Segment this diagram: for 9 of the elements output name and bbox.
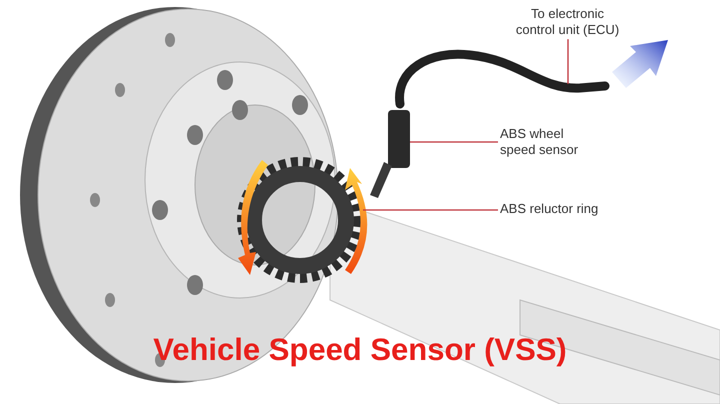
diagram-title: Vehicle Speed Sensor (VSS) xyxy=(152,332,568,368)
leader-line xyxy=(410,141,498,143)
callout-label: To electronic control unit (ECU) xyxy=(514,6,620,38)
wheel-speed-sensor xyxy=(370,110,410,198)
reluctor-ring xyxy=(237,157,363,283)
leader-line xyxy=(567,39,569,84)
callout-label: ABS reluctor ring xyxy=(500,201,600,217)
sensor-cable xyxy=(395,50,610,108)
callout-label: ABS wheel speed sensor xyxy=(500,126,580,158)
